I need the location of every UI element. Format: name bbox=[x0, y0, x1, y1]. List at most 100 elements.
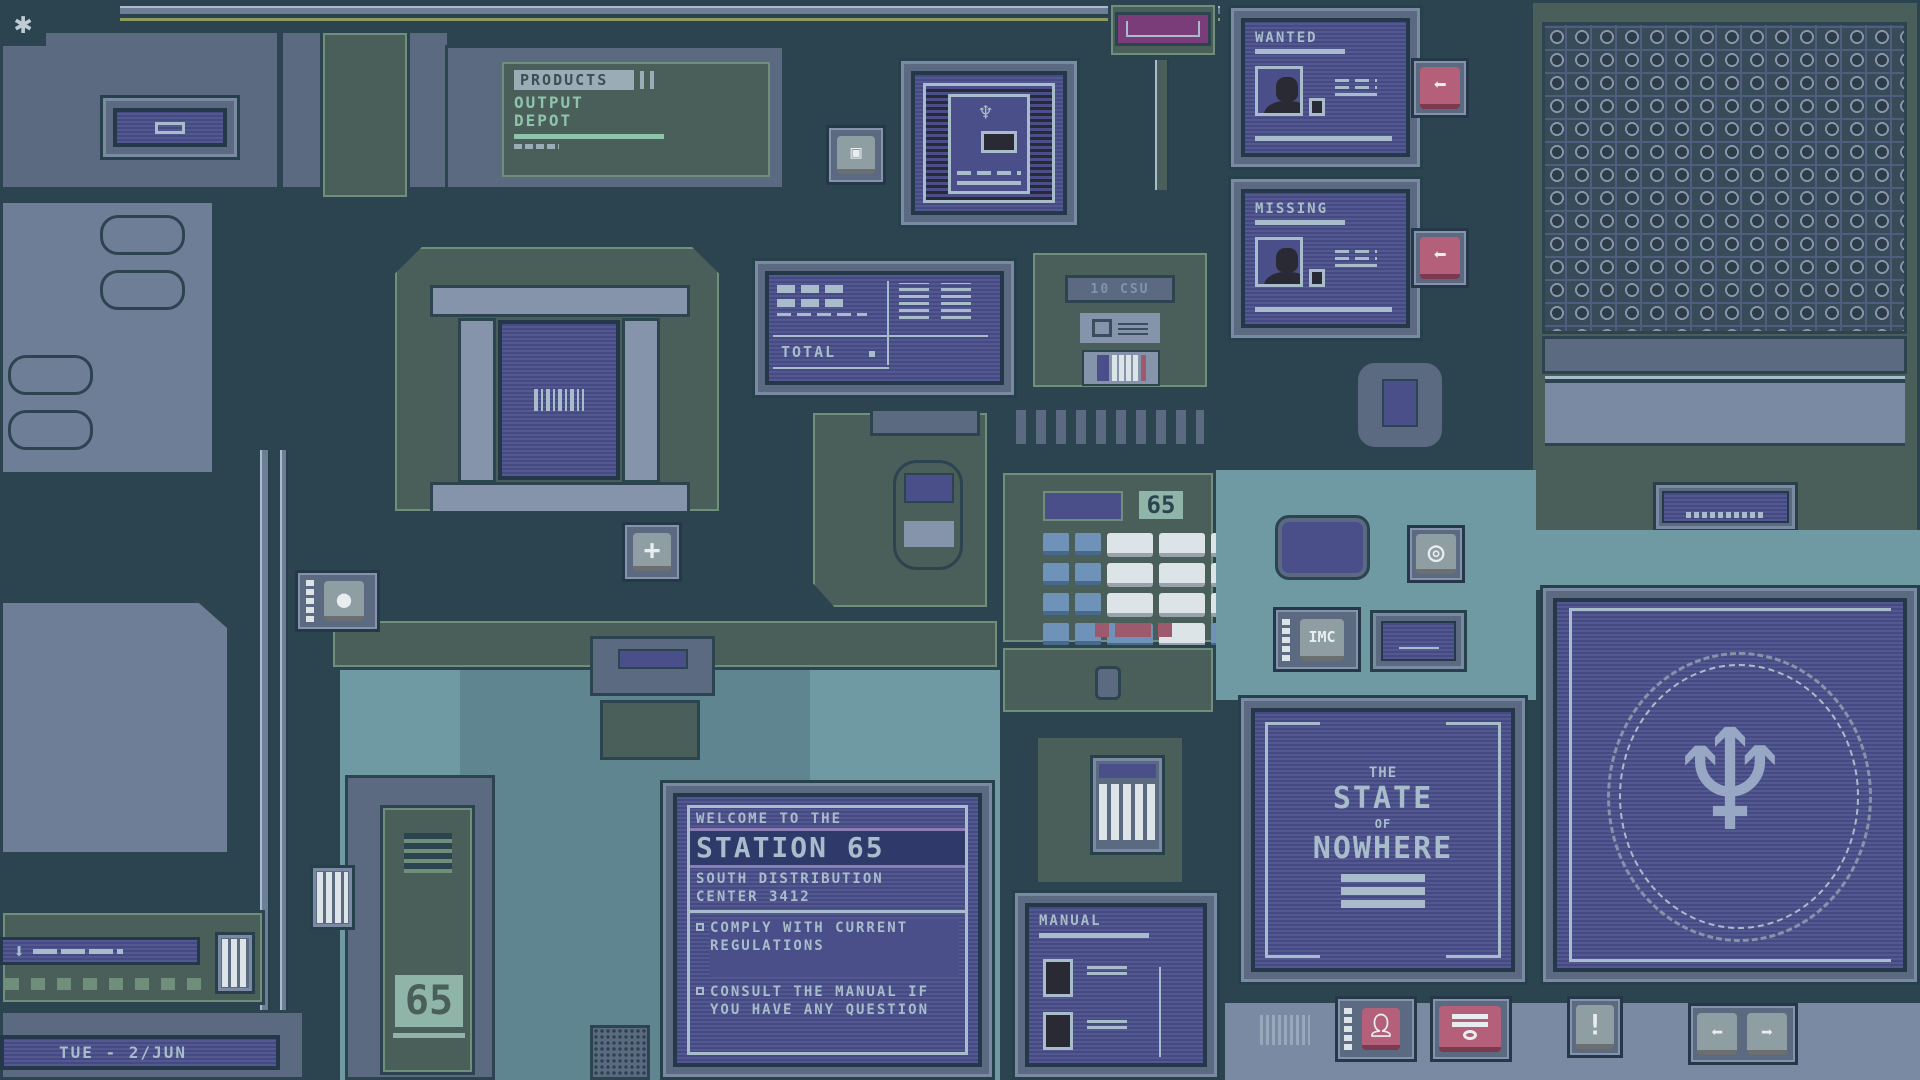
arrow-left-icon: ⬅ bbox=[1710, 1019, 1724, 1044]
food-leds bbox=[306, 580, 314, 622]
apple-icon: ● bbox=[336, 584, 352, 613]
food-button[interactable]: ● bbox=[324, 581, 364, 621]
locker-number: 65 bbox=[395, 975, 463, 1027]
settings-button[interactable]: ✱ bbox=[0, 0, 46, 46]
wanted-screen[interactable]: WANTED bbox=[1241, 18, 1410, 157]
target-button[interactable]: ◎ bbox=[1416, 534, 1456, 574]
person-icon: 👤︎ bbox=[1367, 1014, 1395, 1039]
control-keypad[interactable] bbox=[215, 932, 255, 994]
left-tall-column bbox=[320, 30, 410, 200]
left-jerrycan-panel bbox=[0, 600, 230, 855]
state-line2: STATE bbox=[1332, 781, 1434, 816]
welcome-sub1: SOUTH DISTRIBUTION bbox=[696, 871, 884, 887]
missing-screen[interactable]: MISSING bbox=[1241, 189, 1410, 328]
box-icon bbox=[1092, 319, 1112, 337]
intercom-shelf bbox=[870, 408, 980, 436]
imc-button[interactable]: IMC bbox=[1300, 618, 1344, 661]
manual-book[interactable]: MANUAL bbox=[1025, 903, 1207, 1067]
top-pipe bbox=[120, 6, 1220, 16]
eagle-emblem-icon: ♆ bbox=[1678, 683, 1782, 881]
arrow-left-icon: ⬅ bbox=[1433, 243, 1447, 268]
scan-button[interactable]: ▣ bbox=[837, 136, 875, 174]
register-drawer[interactable] bbox=[1000, 645, 1216, 715]
barcode-scanner[interactable] bbox=[498, 320, 620, 480]
stamp-button[interactable] bbox=[1439, 1006, 1501, 1052]
vent-lower-plate bbox=[1542, 336, 1907, 374]
pipe-coupling bbox=[1275, 515, 1370, 580]
welcome-frame: WELCOME TO THE STATION 65 SOUTH DISTRIBU… bbox=[660, 780, 995, 1080]
products-tab[interactable]: PRODUCTS bbox=[514, 70, 634, 90]
eagle-icon: ♆ bbox=[979, 101, 993, 126]
cash-register: 65 bbox=[1000, 470, 1257, 647]
missing-frame: MISSING bbox=[1228, 176, 1423, 341]
bullet-icon bbox=[696, 987, 704, 995]
slider-indicators bbox=[5, 978, 205, 990]
scanner-bottom-bar bbox=[430, 482, 690, 514]
ventilation-grate bbox=[1542, 22, 1907, 334]
exclamation-icon: ! bbox=[1586, 1008, 1604, 1041]
emblem-screen: ♆ bbox=[1553, 598, 1907, 972]
welcome-rule-2: CONSULT THE MANUAL IF YOU HAVE ANY QUEST… bbox=[710, 984, 930, 1018]
drop-slot-unit[interactable] bbox=[1355, 360, 1445, 450]
add-button[interactable]: + bbox=[633, 533, 671, 571]
manual-title: MANUAL bbox=[1039, 913, 1102, 929]
arrow-left-icon: ⬅ bbox=[1433, 73, 1447, 98]
scale-info-plate bbox=[1080, 313, 1160, 343]
state-line4: NOWHERE bbox=[1312, 831, 1454, 866]
left-door-slot-3 bbox=[8, 355, 93, 395]
vertical-pipe bbox=[1155, 60, 1169, 190]
intercom-panel[interactable] bbox=[893, 460, 963, 570]
top-wire bbox=[120, 18, 1220, 21]
scanner-right-rail bbox=[622, 318, 660, 483]
left-door-slot-2 bbox=[100, 270, 185, 310]
missing-post-button[interactable]: ⬅ bbox=[1420, 237, 1460, 279]
message-display[interactable] bbox=[1370, 610, 1467, 672]
vent-small-display bbox=[1653, 482, 1798, 532]
missing-title: MISSING bbox=[1255, 201, 1329, 217]
scale-keypad[interactable] bbox=[1082, 350, 1160, 386]
alert-button[interactable]: ! bbox=[1576, 1005, 1614, 1049]
welcome-screen: WELCOME TO THE STATION 65 SOUTH DISTRIBU… bbox=[673, 793, 982, 1067]
left-door-slot-1 bbox=[100, 215, 185, 255]
welcome-sub2: CENTER 3412 bbox=[690, 888, 965, 913]
scanner-left-rail bbox=[458, 318, 496, 483]
barcode-icon bbox=[534, 389, 584, 411]
speaker-grille bbox=[1260, 1015, 1310, 1045]
document-screen[interactable]: ♆ bbox=[911, 71, 1067, 215]
profile-button[interactable]: 👤︎ bbox=[1362, 1008, 1400, 1050]
arrow-right-icon: ➡ bbox=[1760, 1019, 1774, 1044]
imc-label: IMC bbox=[1308, 628, 1336, 646]
stamp-button-holder bbox=[1430, 996, 1512, 1062]
left-door-slot-4 bbox=[8, 410, 93, 450]
date-display: TUE - 2/JUN bbox=[0, 1035, 280, 1070]
receipt-frame: TOTAL bbox=[752, 258, 1017, 398]
receipt-screen[interactable]: TOTAL bbox=[765, 271, 1004, 385]
date-text: TUE - 2/JUN bbox=[59, 1043, 187, 1062]
card-slot[interactable] bbox=[100, 95, 240, 160]
imc-leds bbox=[1282, 618, 1290, 661]
prev-button[interactable]: ⬅ bbox=[1697, 1013, 1737, 1055]
emblem-ring-inner bbox=[1619, 664, 1859, 929]
state-frame: THE STATE OF NOWHERE bbox=[1238, 695, 1528, 985]
welcome-rule-1: COMPLY WITH CURRENT REGULATIONS bbox=[710, 919, 959, 977]
conveyor-roller bbox=[1000, 402, 1220, 452]
conveyor-grabber[interactable] bbox=[590, 636, 715, 696]
vent-shelf bbox=[1545, 376, 1905, 446]
emblem-ring bbox=[1607, 652, 1872, 942]
conveyor-grabber-base bbox=[600, 700, 700, 760]
next-button[interactable]: ➡ bbox=[1747, 1013, 1787, 1055]
welcome-title: STATION 65 bbox=[690, 828, 965, 868]
manual-frame: MANUAL bbox=[1012, 890, 1220, 1080]
wanted-button-holder: ⬅ bbox=[1411, 58, 1469, 118]
missing-portrait bbox=[1255, 237, 1303, 287]
phone-keypad[interactable] bbox=[1090, 755, 1165, 855]
state-poster[interactable]: THE STATE OF NOWHERE bbox=[1251, 708, 1515, 972]
locker[interactable]: 65 bbox=[380, 805, 475, 1075]
nav-button-holder: ⬅ ➡ bbox=[1688, 1003, 1798, 1065]
imc-button-holder: IMC bbox=[1273, 607, 1361, 672]
locker-keypad[interactable] bbox=[310, 865, 355, 930]
gear-icon: ✱ bbox=[13, 5, 33, 41]
conveyor-slider[interactable]: ⬇ bbox=[0, 937, 200, 965]
products-panel[interactable]: PRODUCTS OUTPUT DEPOT bbox=[502, 62, 770, 177]
wanted-post-button[interactable]: ⬅ bbox=[1420, 67, 1460, 109]
